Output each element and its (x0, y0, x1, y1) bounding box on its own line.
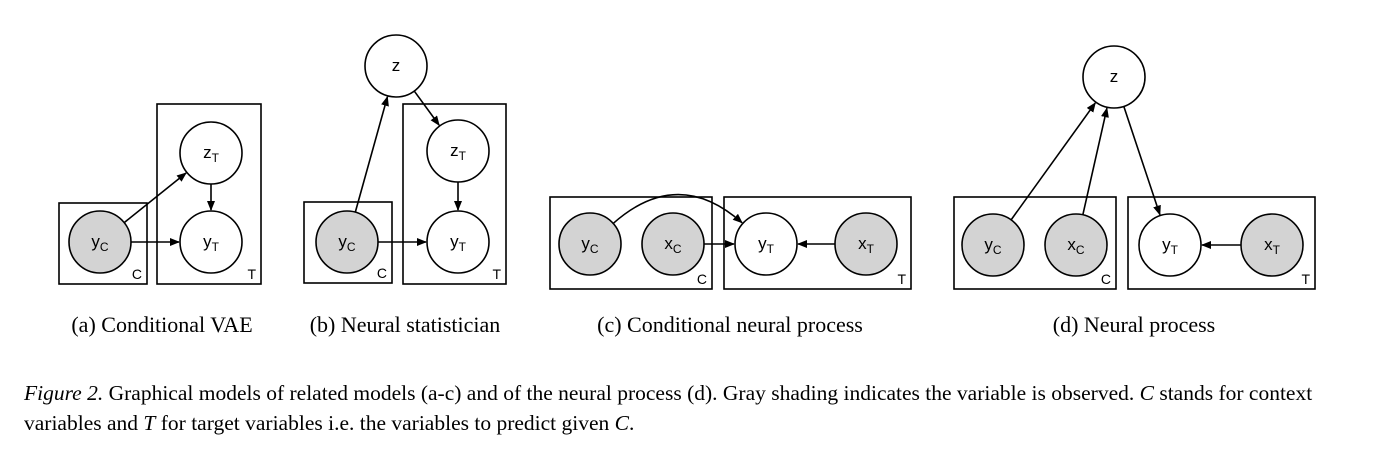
plate-label: C (377, 265, 387, 281)
plate-label: C (1101, 271, 1111, 287)
plate-label: T (247, 266, 256, 282)
node-circle (961, 213, 1025, 277)
plate-a-target: T (156, 103, 262, 285)
figure-caption-text-2: stands for context variables and (24, 381, 1313, 435)
figure-caption-text-4: . (629, 411, 635, 435)
figure-caption-var-c2: C (614, 411, 630, 435)
subcaption-d: (d) Neural process (1052, 312, 1216, 337)
figure-caption: Figure 2. Graphical models of related mo… (24, 378, 1364, 438)
node-circle (179, 121, 243, 185)
node-circle (1138, 213, 1202, 277)
node-circle (1082, 45, 1146, 109)
edge-b-z-to-b-zT (413, 90, 440, 126)
edge-d-yC-to-d-z (1010, 102, 1096, 221)
node-c-xT: xT (834, 212, 898, 276)
figure-caption-label: Figure 2. (24, 381, 104, 405)
edge-d-xC-to-d-z (1082, 107, 1109, 215)
plate-d-target: T (1127, 196, 1316, 290)
plate-box (156, 103, 262, 285)
node-b-yT: yT (426, 210, 490, 274)
figure-caption-text-1: Graphical models of related models (a-c)… (103, 381, 1140, 405)
node-a-zT: zT (179, 121, 243, 185)
node-a-yT: yT (179, 210, 243, 274)
edge-c-yC-to-c-yT (612, 193, 743, 225)
node-b-z: z (364, 34, 428, 98)
plate-c-context: C (549, 196, 713, 290)
node-d-yC: yC (961, 213, 1025, 277)
plate-box (402, 103, 507, 285)
node-d-xC: xC (1044, 213, 1108, 277)
node-a-yC: yC (68, 210, 132, 274)
node-b-yC: yC (315, 210, 379, 274)
subcaption-c: (c) Conditional neural process (597, 312, 863, 337)
subcaption-b: (b) Neural statistician (309, 312, 501, 337)
subcaption-a: (a) Conditional VAE (71, 312, 253, 337)
plate-c-target: T (723, 196, 912, 290)
plate-label: C (132, 266, 142, 282)
plate-label: T (897, 271, 906, 287)
node-circle (834, 212, 898, 276)
node-d-z: z (1082, 45, 1146, 109)
plate-box (953, 196, 1117, 290)
edge-d-z-to-d-yT (1123, 106, 1161, 216)
node-c-yT: yT (734, 212, 798, 276)
node-circle (1044, 213, 1108, 277)
plate-d-context: C (953, 196, 1117, 290)
plate-box (1127, 196, 1316, 290)
node-circle (68, 210, 132, 274)
node-d-xT: xT (1240, 213, 1304, 277)
node-label: z (1110, 67, 1119, 86)
node-b-zT: zT (426, 119, 490, 183)
node-circle (426, 210, 490, 274)
node-circle (734, 212, 798, 276)
plate-a-context: C (58, 202, 148, 285)
plate-box (723, 196, 912, 290)
node-label: z (392, 56, 401, 75)
plate-label: C (697, 271, 707, 287)
figure-caption-var-c: C (1139, 381, 1154, 405)
node-c-xC: xC (641, 212, 705, 276)
plate-b-target: T (402, 103, 507, 285)
plate-box (549, 196, 713, 290)
node-circle (315, 210, 379, 274)
figure-caption-var-t: T (143, 411, 156, 435)
edge-a-yC-to-a-zT (123, 172, 187, 224)
node-c-yC: yC (558, 212, 622, 276)
node-circle (426, 119, 490, 183)
edge-b-yC-to-b-z (354, 95, 389, 213)
node-circle (641, 212, 705, 276)
plate-label: T (492, 266, 501, 282)
figure-caption-text-3: for target variables i.e. the variables … (155, 411, 615, 435)
node-d-yT: yT (1138, 213, 1202, 277)
plate-box (58, 202, 148, 285)
node-circle (1240, 213, 1304, 277)
node-circle (558, 212, 622, 276)
node-circle (179, 210, 243, 274)
plate-label: T (1301, 271, 1310, 287)
node-circle (364, 34, 428, 98)
